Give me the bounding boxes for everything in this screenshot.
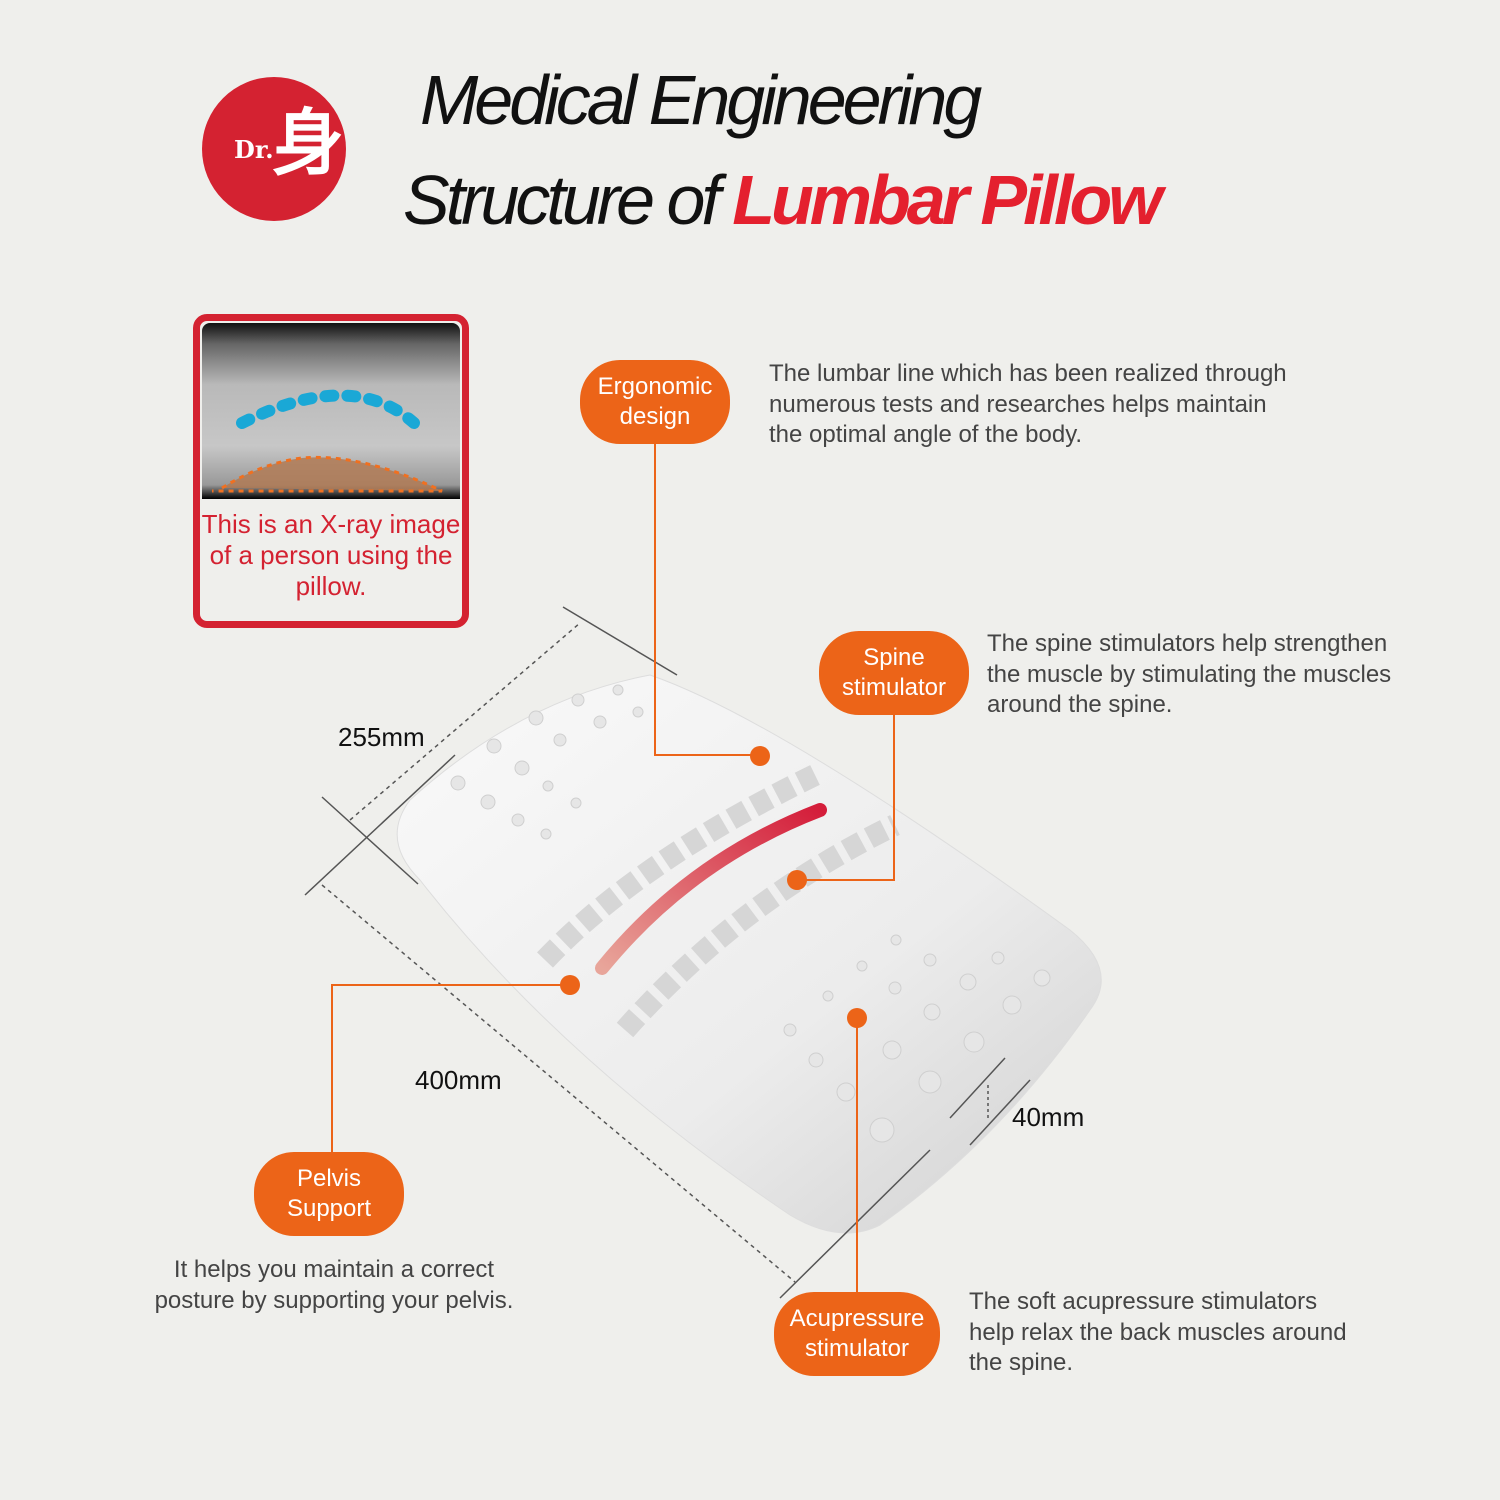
ergonomic-design-description: The lumbar line which has been realized … — [769, 359, 1287, 451]
pillow-body — [396, 674, 1102, 1234]
height-dimension: 40mm — [1012, 1102, 1085, 1132]
desc-line: the muscle by stimulating the muscles — [987, 660, 1392, 688]
desc-line: around the spine. — [987, 691, 1173, 718]
desc-line: the spine. — [969, 1349, 1074, 1376]
desc-line: The soft acupressure stimulators — [969, 1288, 1318, 1315]
desc-line: The spine stimulators help strengthen — [987, 630, 1388, 657]
width-dimension: 255mm — [338, 722, 425, 752]
title-line-2: Structure of Lumbar Pillow — [403, 160, 1163, 240]
ergonomic-design-label: Ergonomic design — [580, 360, 730, 444]
xray-overlay — [212, 389, 443, 493]
spine-line — [595, 803, 827, 975]
desc-line: posture by supporting your pelvis. — [154, 1286, 514, 1314]
xray-caption: This is an X-ray image of a person using… — [201, 509, 461, 601]
brand-logo: Dr. 身 — [202, 77, 346, 221]
callout-leaders — [331, 440, 895, 1295]
acupressure-stimulator-label: Acupressure stimulator — [774, 1292, 940, 1376]
desc-line: the optimal angle of the body. — [769, 421, 1083, 448]
logo-char: 身 — [272, 101, 345, 185]
spine-stimulator-label: Spine stimulator — [819, 631, 969, 715]
xray-image — [202, 323, 460, 499]
acupressure-bumps — [450, 684, 1051, 1143]
title-line-1: Medical Engineering — [420, 61, 982, 139]
length-dimension: 400mm — [415, 1065, 502, 1095]
title-prefix: Structure of — [403, 161, 721, 239]
desc-line: numerous tests and researches helps main… — [769, 390, 1267, 418]
xray-panel: This is an X-ray image of a person using… — [193, 314, 469, 628]
desc-line: help relax the back muscles around — [969, 1318, 1347, 1346]
acupressure-stimulator-description: The soft acupressure stimulators help re… — [969, 1287, 1347, 1379]
callout-dots — [560, 746, 867, 1028]
pelvis-support-label: Pelvis Support — [254, 1152, 404, 1236]
logo-text: Dr. — [234, 135, 274, 164]
spine-stimulator-description: The spine stimulators help strengthen th… — [987, 629, 1391, 721]
pelvis-support-description: It helps you maintain a correct posture … — [134, 1255, 534, 1316]
desc-line: It helps you maintain a correct — [173, 1256, 495, 1283]
desc-line: The lumbar line which has been realized … — [769, 360, 1287, 387]
dimension-lines — [304, 606, 1031, 1299]
spine-stimulator-rows — [537, 765, 900, 1038]
title-highlight: Lumbar Pillow — [732, 161, 1162, 239]
